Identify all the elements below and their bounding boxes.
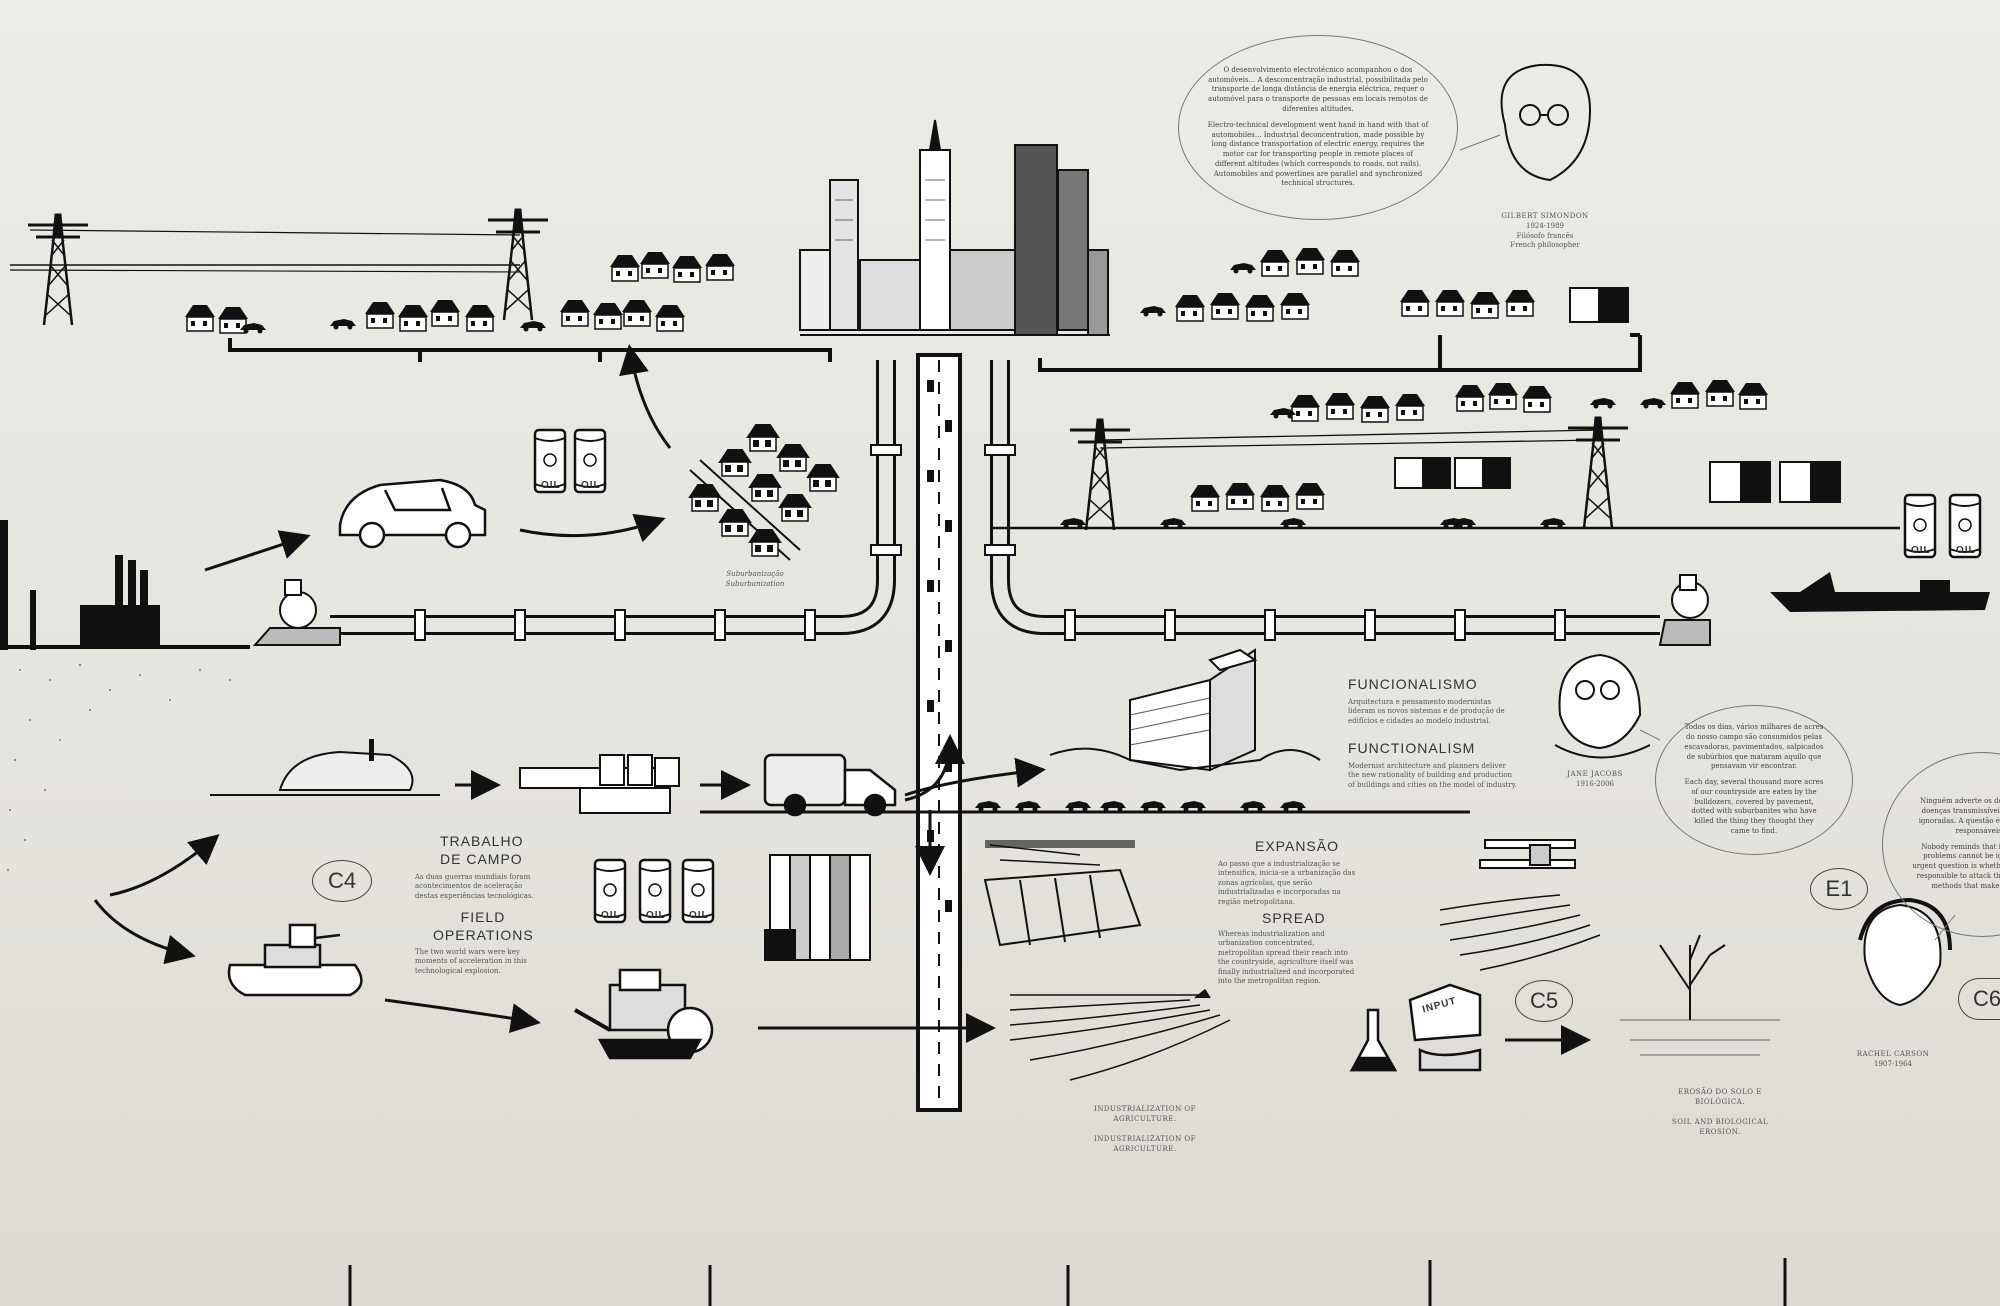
pump-left <box>252 579 341 646</box>
quote-simondon: O desenvolvimento electrotécnico acompan… <box>1178 35 1458 220</box>
fuel-depot <box>519 754 680 814</box>
label-trabalho-de-campo: TRABALHO DE CAMPO <box>440 833 524 868</box>
oil-label: OIL <box>1956 545 1976 556</box>
label-soil-erosion: SOIL AND BIOLOGICAL EROSION. <box>1671 1118 1769 1136</box>
ww1-tank <box>227 923 363 997</box>
label-erosao: EROSÃO DO SOLO E BIOLÓGICA. <box>1678 1088 1762 1106</box>
suburb-houses-right <box>1140 247 1841 512</box>
city-skyline <box>799 119 1110 336</box>
code-c4: C4 <box>312 860 372 902</box>
caption-field-ops: The two world wars were key moments of a… <box>415 948 527 975</box>
oil-tanker <box>1770 572 1990 612</box>
caption-funcionalismo: Arquitectura e pensamento modernistas li… <box>1348 698 1505 725</box>
caption-expansao: Ao passo que a industrialização se inten… <box>1218 860 1356 906</box>
dead-tree <box>1620 934 1780 1056</box>
silos <box>764 854 871 961</box>
caption-simondon: GILBERT SIMONDON 1924-1989 Filósofo fran… <box>1501 212 1589 250</box>
bunker <box>210 739 440 796</box>
label-funcionalismo: FUNCIONALISMO <box>1348 676 1478 692</box>
caption-jacobs: JANE JACOBS 1916-2006 <box>1567 770 1623 788</box>
caption-trabalho: As duas guerras mundiais foram acontecim… <box>415 873 534 900</box>
suburb-houses-left <box>184 251 736 334</box>
label-field-operations: FIELD OPERATIONS <box>433 909 534 944</box>
dotted-ground <box>7 664 231 871</box>
pipe-joints <box>414 444 1566 641</box>
quote-carson: Ninguém adverte os doentes que... doença… <box>1882 752 2000 937</box>
oil-label: OIL <box>541 480 561 491</box>
highway <box>916 353 962 1112</box>
suburb-grid <box>689 424 839 561</box>
label-industrialization-en: INDUSTRIALIZATION OF AGRICULTURE. <box>1093 1135 1197 1153</box>
caption-spread: Whereas industrialization and urbanizati… <box>1218 930 1355 986</box>
bracket-left <box>228 338 832 362</box>
label-spread: SPREAD <box>1262 910 1326 926</box>
oil-label: OIL <box>581 480 601 491</box>
caption-functionalism: Modernist architecture and planners deli… <box>1348 762 1517 789</box>
portrait-jacobs <box>1554 653 1651 759</box>
army-truck <box>763 753 897 817</box>
sprayed-field <box>1439 894 1601 971</box>
code-c5: C5 <box>1515 980 1573 1022</box>
label-functionalism: FUNCTIONALISM <box>1348 740 1476 756</box>
bulldozer <box>574 968 714 1060</box>
oil-label: OIL <box>1911 545 1931 556</box>
label-industrialization-pt: INDUSTRIALIZATION OF AGRICULTURE. <box>1093 1105 1197 1123</box>
vintage-car <box>338 478 487 549</box>
bracket-right <box>1038 333 1642 372</box>
suburbanization-caption: Suburbanização Suburbanization <box>725 570 785 588</box>
refinery <box>0 520 250 650</box>
portrait-simondon <box>1500 63 1592 182</box>
oil-label: OIL <box>601 910 621 921</box>
greenhouse-farm <box>983 844 1142 947</box>
chemical-flask <box>1349 1008 1398 1072</box>
power-lines-left <box>9 208 550 327</box>
code-e1: E1 <box>1810 868 1868 910</box>
plowed-field <box>1009 988 1231 1081</box>
pylon-right-1 <box>1068 418 1132 532</box>
label-expansao: EXPANSÃO <box>1255 838 1339 854</box>
pylon-right-2 <box>1566 416 1630 530</box>
floor-marks <box>348 1258 1787 1306</box>
code-c6: C6 <box>1958 978 2000 1020</box>
pump-right <box>1658 574 1711 646</box>
oil-label: OIL <box>646 910 666 921</box>
quote-jacobs: Todos os dias, vários milhares de acres … <box>1655 705 1853 855</box>
oil-label: OIL <box>689 910 709 921</box>
crop-duster-biplane <box>1479 839 1576 869</box>
pipeline <box>330 360 1660 635</box>
fertilizer-sack <box>1408 983 1482 1072</box>
caption-carson: RACHEL CARSON 1907-1964 <box>1856 1050 1930 1068</box>
modernist-building <box>1129 648 1258 772</box>
